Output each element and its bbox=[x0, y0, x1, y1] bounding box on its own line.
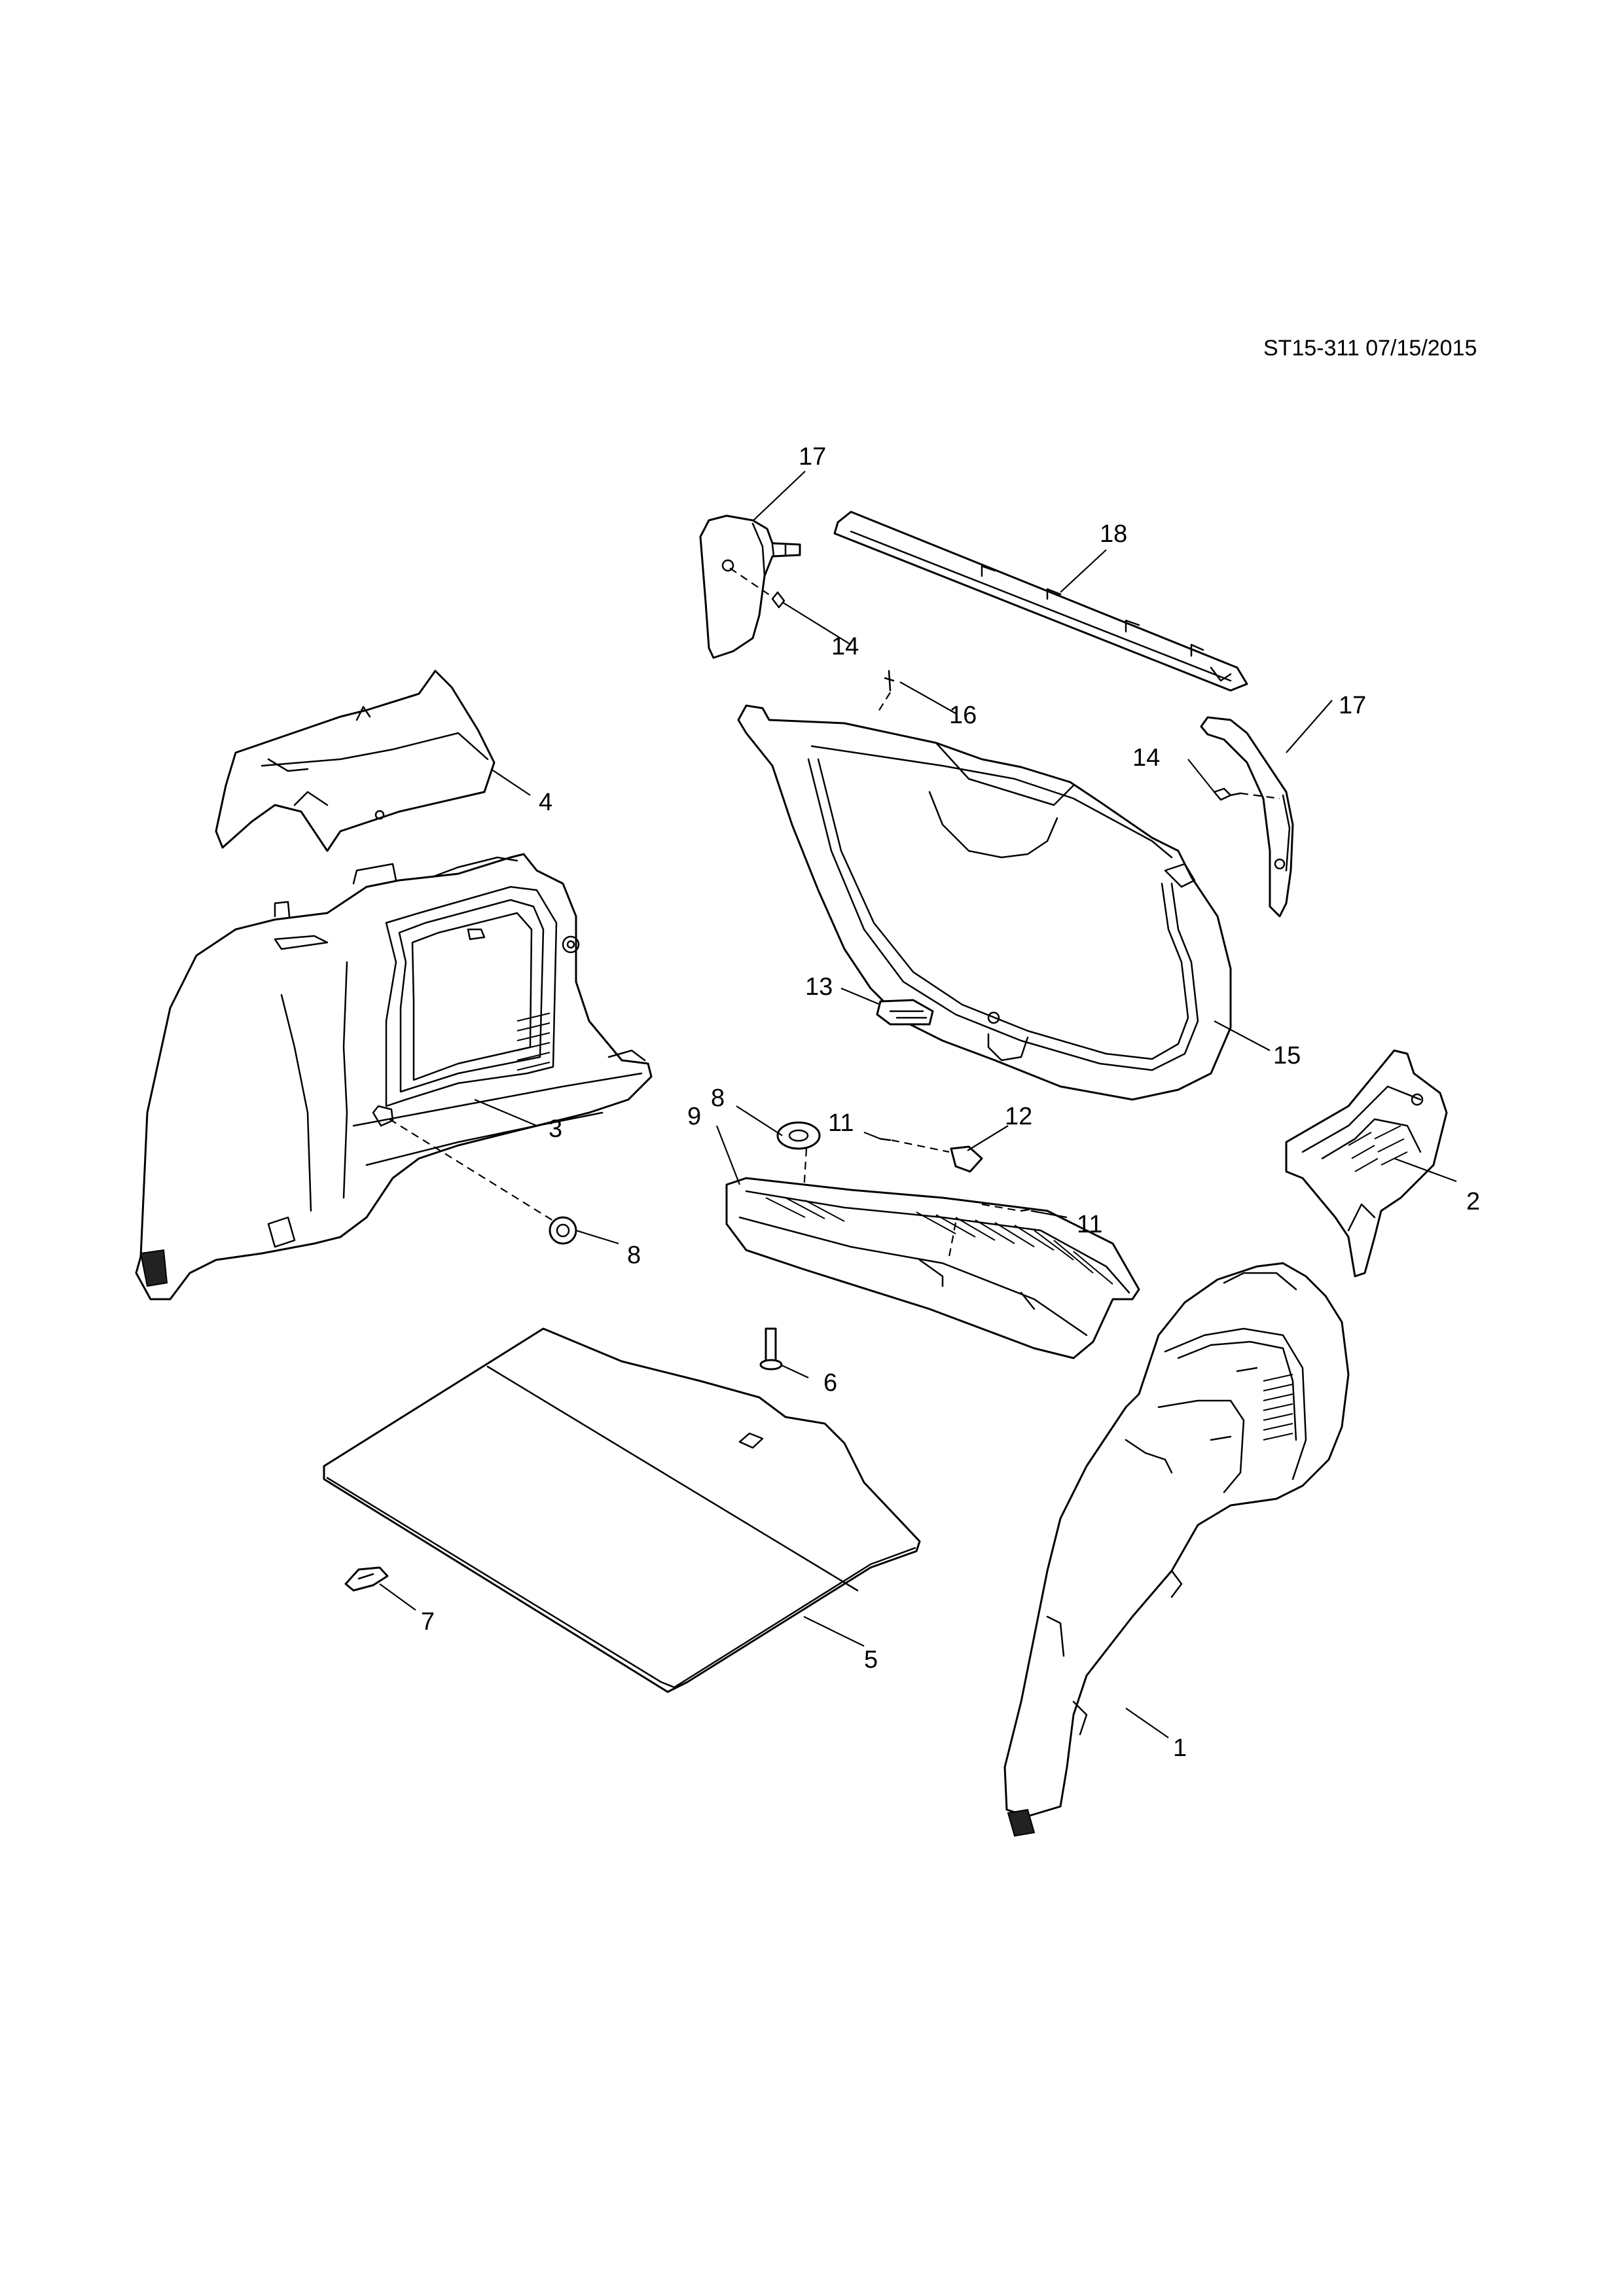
part-11-clip-lower bbox=[981, 1203, 1030, 1212]
part-14-clip-right bbox=[1213, 787, 1280, 801]
part-18-garnish-rail bbox=[833, 511, 1248, 692]
callout-12: 12 bbox=[1005, 1103, 1032, 1130]
leader-14b bbox=[1187, 759, 1215, 793]
leader-13 bbox=[840, 987, 881, 1006]
callout-17: 17 bbox=[1339, 692, 1366, 719]
callout-16: 16 bbox=[949, 702, 977, 729]
callout-11: 11 bbox=[1077, 1211, 1102, 1238]
callout-6: 6 bbox=[823, 1369, 837, 1397]
part-13-clip bbox=[876, 999, 934, 1026]
callout-13: 13 bbox=[805, 973, 833, 1001]
part-17-right-trim bbox=[1200, 716, 1294, 918]
part-16-pin bbox=[876, 670, 895, 714]
callout-1: 1 bbox=[1173, 1734, 1187, 1762]
callout-17: 17 bbox=[799, 443, 826, 471]
callout-5: 5 bbox=[864, 1646, 878, 1674]
leader-11a bbox=[863, 1131, 881, 1140]
leader-1 bbox=[1125, 1708, 1169, 1738]
part-8-fastener-top bbox=[776, 1121, 821, 1192]
leader-5 bbox=[803, 1616, 865, 1647]
leader-7 bbox=[379, 1583, 416, 1611]
leader-17a bbox=[752, 471, 806, 522]
part-11-clip-upper bbox=[879, 1138, 950, 1153]
callout-8: 8 bbox=[711, 1085, 725, 1112]
leader-16 bbox=[899, 681, 956, 714]
leader-8a bbox=[736, 1105, 783, 1136]
part-2-right-quarter-trim bbox=[1285, 1049, 1448, 1278]
callout-2: 2 bbox=[1466, 1188, 1480, 1215]
leader-14a bbox=[782, 601, 852, 645]
callout-7: 7 bbox=[421, 1608, 435, 1636]
leader-11b bbox=[1030, 1210, 1068, 1219]
callout-14: 14 bbox=[1132, 744, 1160, 772]
leader-3 bbox=[474, 1098, 537, 1127]
part-4-quarter-upper-trim bbox=[215, 670, 496, 852]
callout-9: 9 bbox=[687, 1103, 701, 1130]
drawing-code: ST15-311 07/15/2015 bbox=[1263, 336, 1477, 361]
part-7-hook bbox=[344, 1566, 389, 1592]
leader-2 bbox=[1394, 1157, 1457, 1183]
callout-18: 18 bbox=[1100, 520, 1127, 548]
leader-12 bbox=[967, 1125, 1009, 1151]
callout-3: 3 bbox=[549, 1115, 562, 1143]
callout-15: 15 bbox=[1273, 1042, 1301, 1069]
part-5-load-floor bbox=[323, 1327, 921, 1693]
leader-15 bbox=[1214, 1020, 1271, 1051]
callout-11: 11 bbox=[828, 1109, 854, 1137]
part-12-bracket bbox=[950, 1145, 983, 1173]
leader-18 bbox=[1060, 549, 1107, 593]
callout-14: 14 bbox=[831, 633, 859, 660]
part-15-liftgate-trim bbox=[737, 704, 1232, 1101]
part-14-clip-left bbox=[729, 567, 785, 609]
leader-8b bbox=[575, 1229, 619, 1245]
part-6-pin bbox=[759, 1327, 783, 1371]
leader-9 bbox=[715, 1125, 741, 1185]
part-9-sill-plate bbox=[725, 1177, 1140, 1359]
part-1-right-quarter-trim bbox=[1003, 1262, 1350, 1837]
leader-17b bbox=[1286, 700, 1333, 753]
part-3-quarter-lower-trim bbox=[135, 853, 653, 1300]
callout-4: 4 bbox=[539, 789, 552, 816]
part-17-left-trim bbox=[699, 514, 801, 659]
leader-6 bbox=[780, 1364, 809, 1378]
leader-4 bbox=[490, 768, 531, 796]
callout-8: 8 bbox=[627, 1242, 641, 1269]
